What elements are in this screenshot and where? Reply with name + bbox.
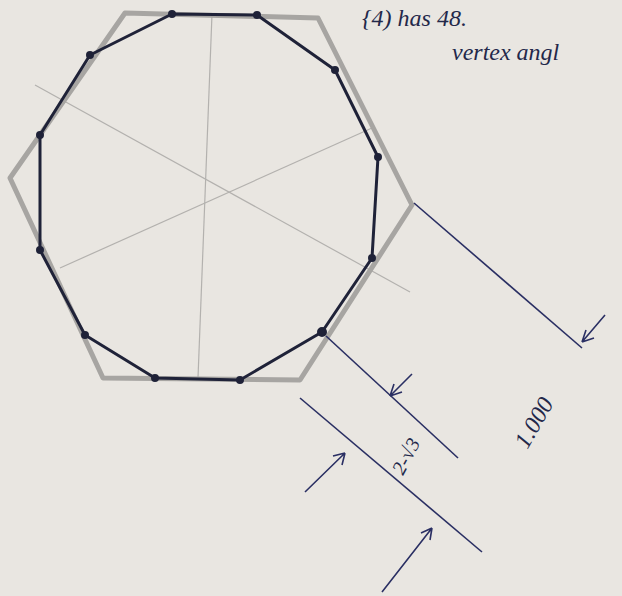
note-label: {4) has 48. bbox=[362, 6, 467, 30]
dimension-lines bbox=[300, 203, 605, 592]
note-label: 2-√3 bbox=[388, 435, 423, 478]
note-label: vertex angl bbox=[452, 40, 559, 64]
hexagon bbox=[10, 13, 412, 380]
edge-ticks bbox=[37, 11, 381, 383]
note-label: 1.000 bbox=[510, 393, 558, 452]
dodecagon bbox=[40, 14, 378, 380]
construction-lines bbox=[35, 14, 410, 378]
